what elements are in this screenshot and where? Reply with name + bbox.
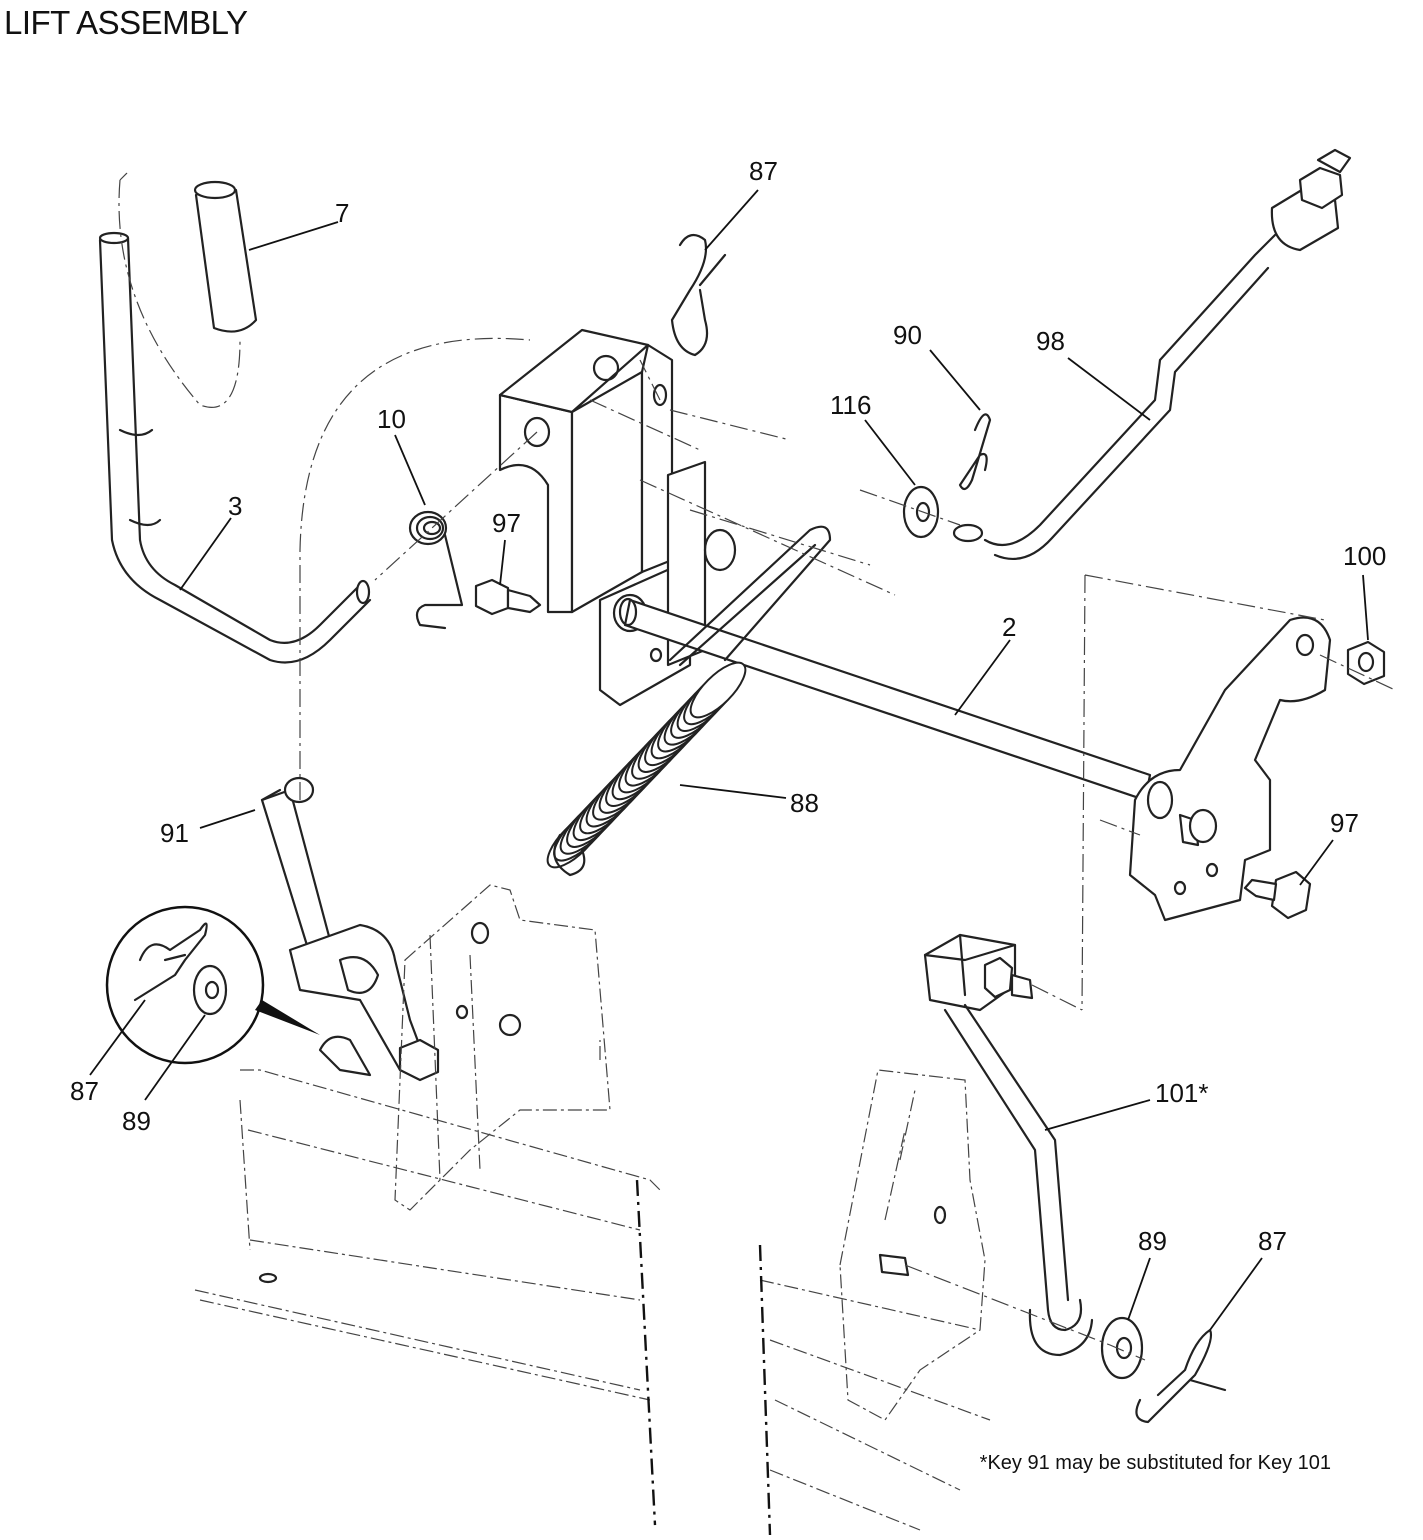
callout-leaders [89, 189, 1369, 1331]
spring-hook [553, 833, 586, 877]
lift-arm-part [1128, 616, 1332, 922]
diagram-title: LIFT ASSEMBLY [4, 4, 248, 41]
callout-97-left: 97 [492, 508, 521, 538]
callout-89-detail: 89 [122, 1106, 151, 1136]
lift-arm-101-part [923, 933, 1094, 1357]
lift-handle-part [98, 231, 372, 664]
washer-part [1100, 1316, 1144, 1380]
hairpin-clip-part [670, 233, 727, 357]
callout-90: 90 [893, 320, 922, 350]
frame-cut-line [758, 1244, 772, 1536]
callout-10: 10 [377, 404, 406, 434]
callout-98: 98 [1036, 326, 1065, 356]
callout-116: 116 [830, 390, 871, 420]
center-lines [299, 337, 1396, 1361]
frame-cut-line [635, 1179, 657, 1526]
link-rod-part [260, 776, 332, 957]
callout-89-right: 89 [1138, 1226, 1167, 1256]
callout-100: 100 [1343, 541, 1386, 571]
callout-87-detail: 87 [70, 1076, 99, 1106]
hex-bolt-part [474, 578, 542, 616]
lift-rod-part [952, 148, 1352, 560]
grip-part [118, 172, 258, 408]
hex-bolt-part [1243, 870, 1312, 920]
spring-coil [689, 661, 747, 719]
callout-91: 91 [160, 818, 189, 848]
deck-outline-right [759, 1069, 991, 1531]
callout-87-right: 87 [1258, 1226, 1287, 1256]
callout-87-top: 87 [749, 156, 778, 186]
hairpin-clip-part [1135, 1328, 1227, 1424]
hex-nut-part [1346, 640, 1386, 686]
substitution-note: *Key 91 may be substituted for Key 101 [979, 1452, 1331, 1474]
main-bracket-part [498, 328, 737, 707]
callout-labels: 7 87 3 10 97 90 98 116 100 2 88 91 97 87… [70, 156, 1386, 1256]
callout-97-right: 97 [1330, 808, 1359, 838]
callout-101: 101* [1155, 1078, 1209, 1108]
washer-part [902, 485, 940, 539]
callout-7: 7 [335, 198, 349, 228]
torsion-spring-part [408, 510, 464, 630]
deck-outline-left [194, 884, 661, 1401]
detail-circle [105, 905, 320, 1065]
callout-88: 88 [790, 788, 819, 818]
callout-3: 3 [228, 491, 242, 521]
hairpin-clip-part [958, 413, 992, 491]
extension-spring-part [546, 661, 747, 877]
left-lower-bracket-part [288, 923, 440, 1082]
wire-rod-part [668, 525, 832, 667]
callout-2: 2 [1002, 612, 1016, 642]
